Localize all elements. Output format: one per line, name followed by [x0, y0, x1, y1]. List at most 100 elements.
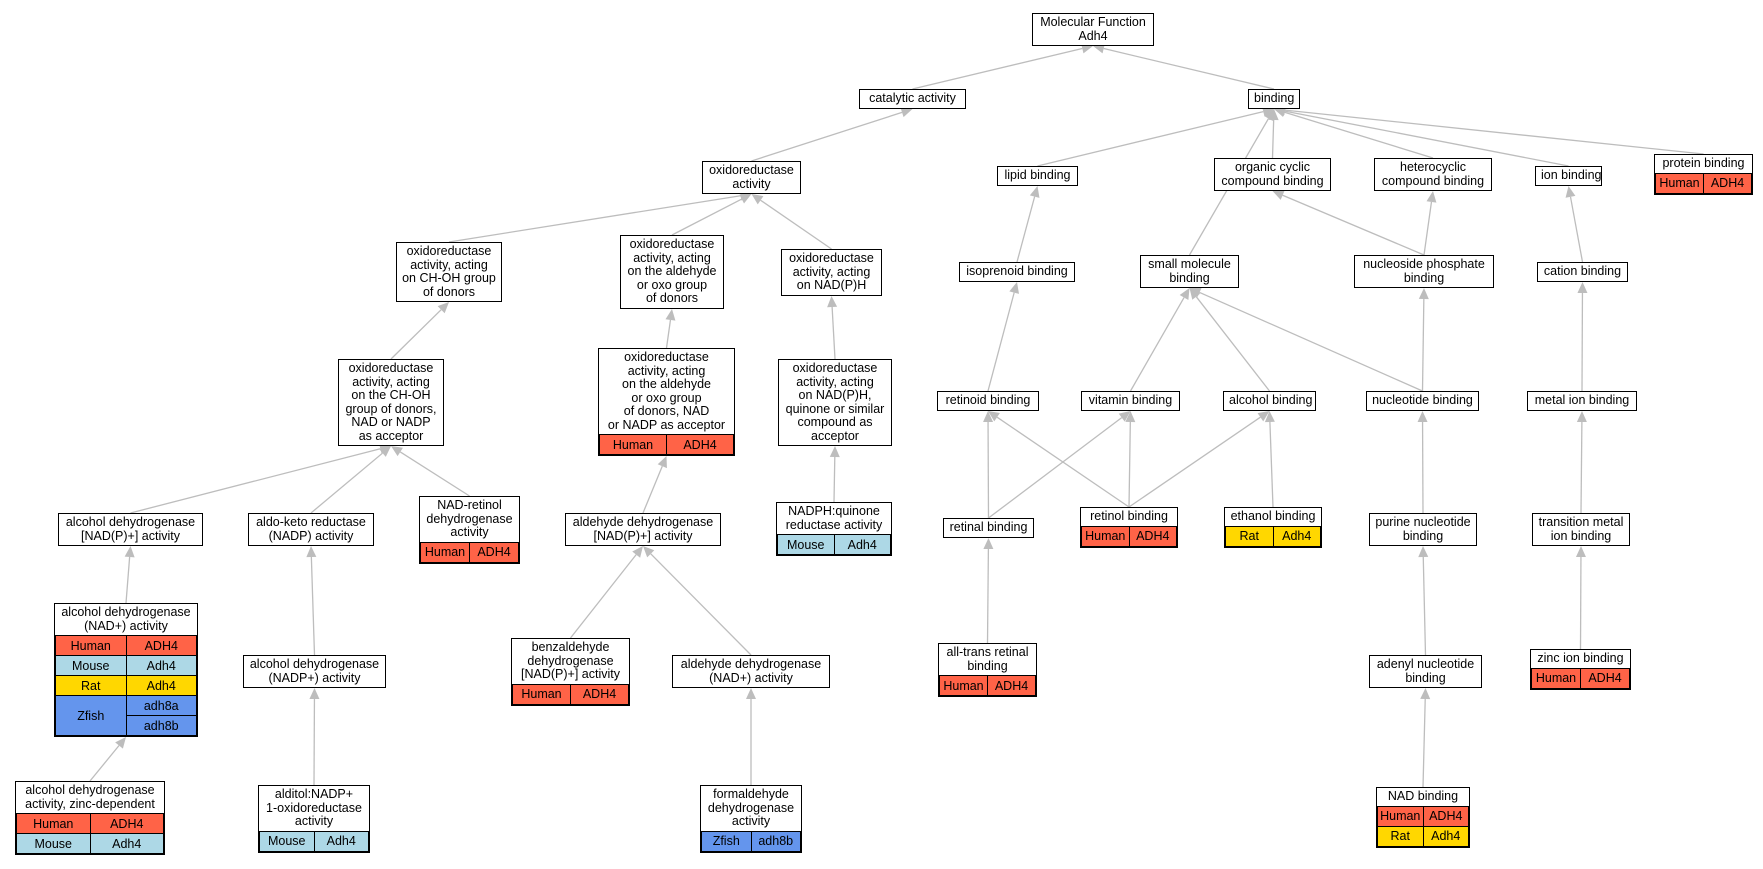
go-term-aldh-nadp[interactable]: aldehyde dehydrogenase[NAD(P)+] activity [565, 513, 721, 546]
term-label: catalytic activity [860, 90, 965, 108]
term-label-line: binding [1169, 270, 1210, 285]
gene-cell[interactable]: Adh4 [1422, 825, 1469, 847]
term-label-line: dehydrogenase [426, 511, 513, 526]
go-term-isoprenoid[interactable]: isoprenoid binding [959, 262, 1075, 282]
go-term-aldh-nad[interactable]: aldehyde dehydrogenase(NAD+) activity [672, 655, 830, 688]
go-term-adh-nadp[interactable]: alcohol dehydrogenase[NAD(P)+] activity [58, 513, 203, 546]
edge-line [125, 556, 131, 604]
gene-cell[interactable]: ADH4 [1128, 525, 1177, 547]
edge-arrowhead [1009, 282, 1020, 294]
term-label-line: on the aldehyde [627, 264, 717, 278]
term-label: NAD binding [1377, 788, 1469, 806]
edge-line [1422, 556, 1427, 656]
gene-cell[interactable]: Adh4 [125, 655, 197, 676]
go-term-vitamin[interactable]: vitamin binding [1081, 391, 1180, 411]
gene-cell[interactable]: adh8b [125, 715, 197, 736]
term-label-line: oxidoreductase [789, 251, 874, 265]
edge-arrowhead [1189, 287, 1202, 298]
edge-arrowhead [1576, 411, 1587, 423]
term-label-line: oxidoreductase [348, 361, 434, 375]
go-term-nucleotide[interactable]: nucleotide binding [1366, 391, 1479, 411]
gene-cell[interactable]: ADH4 [987, 675, 1036, 696]
gene-cell[interactable]: ADH4 [666, 434, 734, 455]
term-label-line: purine nucleotide [1375, 515, 1471, 529]
gene-cell[interactable]: ADH4 [1422, 805, 1469, 827]
gene-cell[interactable]: ADH4 [1580, 667, 1630, 689]
go-term-cation[interactable]: cation binding [1537, 262, 1628, 282]
go-term-binding[interactable]: binding [1248, 89, 1300, 109]
gene-cell[interactable]: ADH4 [1703, 172, 1752, 194]
species-cell: Mouse [259, 830, 315, 852]
go-term-adh-nadp2[interactable]: alcohol dehydrogenase(NADP+) activity [243, 655, 386, 688]
edge-arrowhead [1118, 411, 1131, 422]
edge-line [1284, 110, 1569, 167]
go-term-retinoid[interactable]: retinoid binding [937, 391, 1039, 411]
term-label-line: adenyl nucleotide [1376, 657, 1475, 671]
gene-cell[interactable]: Adh4 [313, 830, 369, 852]
gene-cell[interactable]: adh8a [125, 695, 197, 716]
species-cell: Human [939, 675, 988, 696]
edge-line [399, 451, 470, 497]
gene-cell[interactable]: ADH4 [89, 813, 164, 834]
edge-line [760, 199, 832, 250]
species-cell: Mouse [16, 833, 91, 854]
term-label-line: vitamin binding [1088, 393, 1173, 407]
gene-cell[interactable]: ADH4 [570, 683, 629, 705]
species-cell: Mouse [55, 655, 127, 676]
term-label: aldehyde dehydrogenase(NAD+) activity [673, 656, 829, 687]
gene-cell[interactable]: Adh4 [1272, 525, 1321, 547]
go-term-aldo-keto[interactable]: aldo-keto reductase(NADP) activity [248, 513, 374, 546]
term-label-line: organic cyclic [1234, 160, 1311, 174]
gene-cell[interactable]: Adh4 [125, 675, 197, 696]
term-label-line: or NADP as acceptor [607, 417, 726, 432]
go-term-catalytic[interactable]: catalytic activity [859, 89, 966, 109]
edge-line [1282, 194, 1425, 256]
gene-cell[interactable]: adh8b [750, 830, 801, 852]
gene-cell[interactable]: Adh4 [833, 534, 891, 555]
go-term-alcohol[interactable]: alcohol binding [1223, 391, 1316, 411]
term-label-line: nucleoside phosphate [1363, 257, 1485, 271]
go-term-metal-ion[interactable]: metal ion binding [1527, 391, 1637, 411]
gene-cell[interactable]: Adh4 [89, 833, 164, 854]
edge-arrowhead [1575, 546, 1586, 558]
go-term-ion[interactable]: ion binding [1535, 166, 1602, 186]
edge-line [987, 292, 1015, 392]
gene-cell[interactable]: ADH4 [125, 635, 197, 656]
gene-cell[interactable]: ADH4 [469, 541, 519, 563]
go-term-retinal[interactable]: retinal binding [943, 518, 1034, 538]
term-label-line: alcohol binding [1229, 393, 1313, 407]
term-label: binding [1249, 90, 1299, 108]
go-term-lipid[interactable]: lipid binding [997, 166, 1078, 186]
term-label-line: small molecule [1148, 257, 1231, 271]
